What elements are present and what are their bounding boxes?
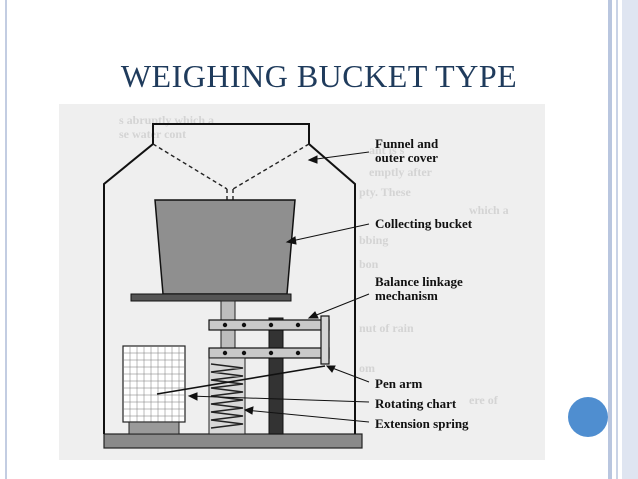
funnel bbox=[152, 143, 310, 200]
svg-text:pty. These: pty. These bbox=[359, 185, 411, 199]
extension-spring bbox=[210, 363, 244, 429]
svg-text:ere of: ere of bbox=[469, 393, 499, 407]
pen-arm bbox=[156, 365, 326, 395]
svg-text:bbing: bbing bbox=[359, 233, 388, 247]
svg-text:bon: bon bbox=[359, 257, 379, 271]
slide-title: WEIGHING BUCKET TYPE bbox=[120, 58, 518, 94]
label-balance-line1: Balance linkage bbox=[375, 274, 463, 289]
slide-nav-dot[interactable] bbox=[568, 397, 608, 437]
right-post bbox=[268, 317, 284, 435]
bucket-platform bbox=[130, 293, 292, 302]
label-funnel-line1: Funnel and bbox=[375, 136, 439, 151]
left-border-rule bbox=[5, 0, 7, 479]
weighing-bucket-diagram: s abruptly which a se water cont ant is … bbox=[59, 104, 545, 460]
label-pen-arm: Pen arm bbox=[375, 376, 422, 391]
svg-text:nut of rain: nut of rain bbox=[359, 321, 414, 335]
rotating-chart-drum bbox=[122, 345, 186, 435]
balance-end-bracket bbox=[320, 315, 330, 365]
balance-pivots bbox=[222, 322, 301, 356]
base-plate bbox=[103, 433, 363, 449]
leader-lines bbox=[187, 151, 370, 423]
svg-text:emptly after: emptly after bbox=[369, 165, 433, 179]
right-border-rules bbox=[608, 0, 638, 479]
label-funnel-line2: outer cover bbox=[375, 150, 438, 165]
outer-cover bbox=[103, 123, 356, 434]
svg-text:which a: which a bbox=[469, 203, 509, 217]
label-rotating-chart: Rotating chart bbox=[375, 396, 457, 411]
svg-text:om: om bbox=[359, 361, 375, 375]
label-extension-spring: Extension spring bbox=[375, 416, 469, 431]
background-scan-texture: s abruptly which a se water cont ant is … bbox=[119, 113, 509, 407]
collecting-bucket bbox=[154, 199, 296, 295]
label-balance-line2: mechanism bbox=[375, 288, 438, 303]
svg-text:ant is s: ant is s bbox=[369, 143, 405, 157]
label-collecting-bucket: Collecting bucket bbox=[375, 216, 473, 231]
